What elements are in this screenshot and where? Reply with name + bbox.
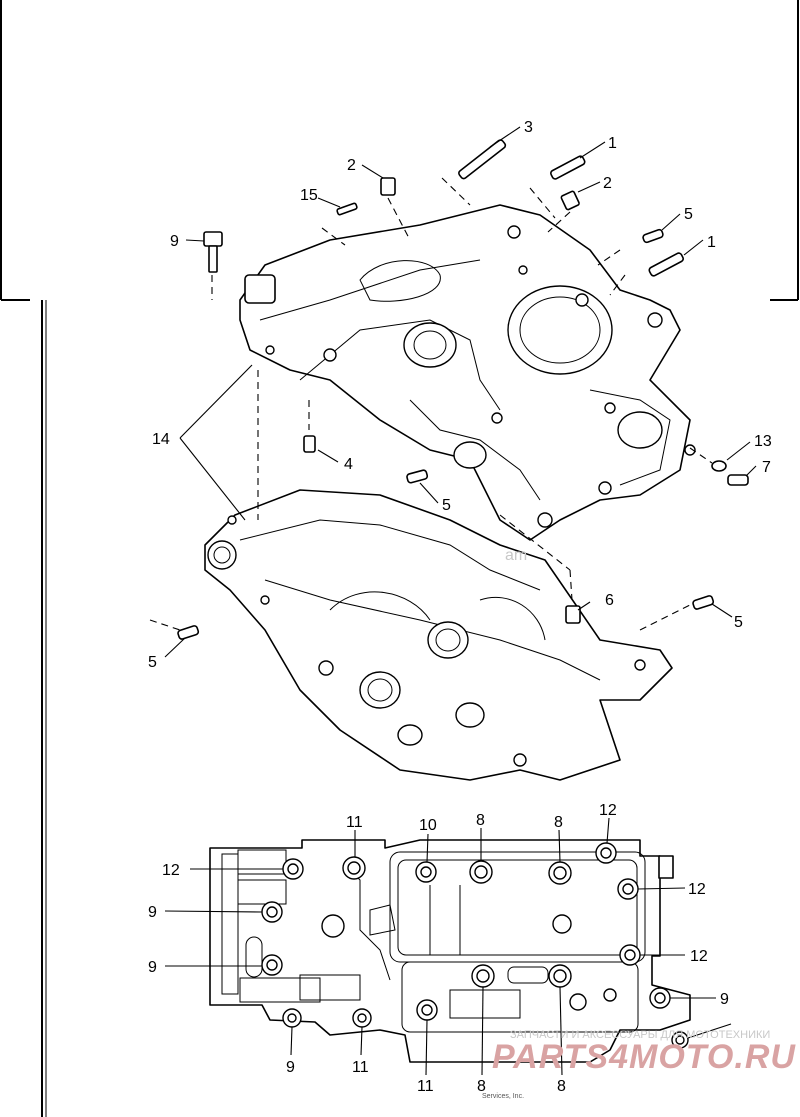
bolt-hole xyxy=(261,901,283,923)
bolt-hole xyxy=(548,861,572,885)
bolt-hole xyxy=(342,856,366,880)
callout-8: 8 xyxy=(554,814,563,831)
bolt-9 xyxy=(203,231,223,273)
dowel-4 xyxy=(303,435,316,453)
dowel-pin-3 xyxy=(458,139,507,180)
watermark: ЗАПЧАСТИ И АКСЕССУАРЫ ДЛЯ МОТОТЕХНИКИ PA… xyxy=(482,1029,796,1100)
watermark-caption: ЗАПЧАСТИ И АКСЕССУАРЫ ДЛЯ МОТОТЕХНИКИ xyxy=(510,1029,770,1041)
bolt-hole xyxy=(595,842,617,864)
bolt-hole xyxy=(619,944,641,966)
watermark-overlay: am xyxy=(505,547,527,564)
seal-6 xyxy=(565,605,581,624)
bolt-hole xyxy=(415,861,437,883)
callout-8: 8 xyxy=(477,1078,486,1095)
callout-9: 9 xyxy=(148,959,157,976)
callout-14: 14 xyxy=(152,431,170,448)
callout-2: 2 xyxy=(347,157,356,174)
dowel-sleeve-2b xyxy=(560,190,580,211)
callout-3: 3 xyxy=(524,119,533,136)
callout-11: 11 xyxy=(346,814,363,831)
callout-12: 12 xyxy=(690,948,708,965)
loose-parts xyxy=(177,139,749,640)
callout-10: 10 xyxy=(419,817,437,834)
callout-1: 1 xyxy=(707,234,716,251)
callout-8: 8 xyxy=(476,812,485,829)
dowel-pin-5c xyxy=(177,625,200,640)
callout-5: 5 xyxy=(734,614,743,631)
bolt-hole xyxy=(282,858,304,880)
callout-9: 9 xyxy=(720,991,729,1008)
watermark-brand: PARTS4MOTO.RU xyxy=(492,1038,796,1076)
callout-9: 9 xyxy=(286,1059,295,1076)
callout-9: 9 xyxy=(170,233,179,250)
callout-6: 6 xyxy=(605,592,614,609)
bolt-hole xyxy=(471,964,495,988)
callout-2: 2 xyxy=(603,175,612,192)
bolt-hole xyxy=(671,1031,689,1049)
lower-crankcase-half xyxy=(204,489,673,781)
bottom-bolt-holes xyxy=(261,842,689,1049)
dowel-pin-1a xyxy=(550,155,586,180)
dowel-pin-5b xyxy=(406,469,429,484)
dowel-pin-1b xyxy=(648,252,684,277)
callout-5: 5 xyxy=(148,654,157,671)
crankcase-bottom-view xyxy=(209,839,691,1063)
bolt-hole xyxy=(416,999,438,1021)
bolt-hole xyxy=(352,1008,372,1028)
bottom-callouts: 11 10 8 8 12 12 12 9 12 9 9 9 11 11 8 8 xyxy=(148,802,729,1095)
bolt-hole xyxy=(469,860,493,884)
dowel-sleeve-2a xyxy=(380,177,396,196)
callout-12: 12 xyxy=(162,862,180,879)
stud-15 xyxy=(336,202,358,216)
callout-11: 11 xyxy=(352,1059,369,1076)
callout-13: 13 xyxy=(754,433,772,450)
callout-5: 5 xyxy=(442,497,451,514)
bolt-hole xyxy=(548,964,572,988)
dowel-pin-5a xyxy=(642,228,664,244)
watermark-footer: Services, Inc. xyxy=(482,1093,524,1100)
screw-7 xyxy=(727,474,749,486)
callout-12: 12 xyxy=(599,802,617,819)
callout-1: 1 xyxy=(608,135,617,152)
bolt-hole xyxy=(282,1008,302,1028)
bolt-hole xyxy=(617,878,639,900)
washer-13 xyxy=(711,460,727,472)
bottom-leaders xyxy=(164,817,732,1076)
callout-9: 9 xyxy=(148,904,157,921)
callout-7: 7 xyxy=(762,459,771,476)
upper-crankcase-half xyxy=(239,204,696,541)
callout-12: 12 xyxy=(688,881,706,898)
callout-4: 4 xyxy=(344,456,353,473)
callout-8: 8 xyxy=(557,1078,566,1095)
assembly-lines xyxy=(149,177,713,631)
callout-11: 11 xyxy=(417,1078,434,1095)
dowel-pin-5d xyxy=(692,595,715,610)
bolt-hole xyxy=(649,987,671,1009)
bolt-hole xyxy=(261,954,283,976)
upper-callouts: 3 1 2 2 15 5 9 1 14 13 4 7 5 6 5 5 am xyxy=(148,119,772,671)
callout-15: 15 xyxy=(300,187,318,204)
upper-leaders xyxy=(164,126,757,658)
callout-5: 5 xyxy=(684,206,693,223)
